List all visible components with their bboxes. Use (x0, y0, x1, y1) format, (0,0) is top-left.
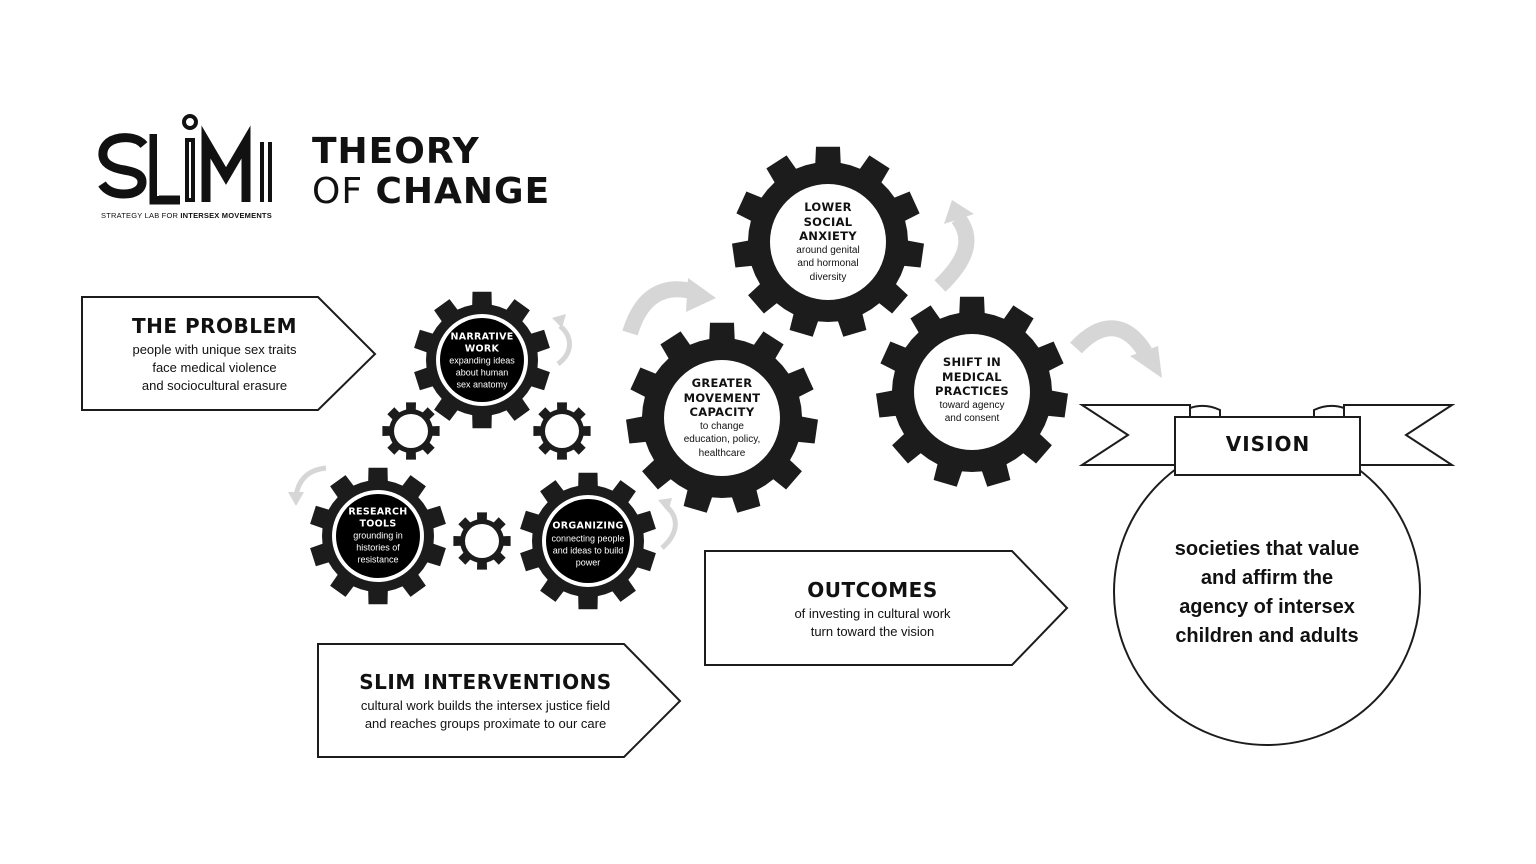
outcomes-body: of investing in cultural work turn towar… (794, 606, 951, 639)
gear-narrative-icon (414, 291, 550, 429)
arrows-layer (288, 200, 1162, 550)
arrow-small-narrative-icon (552, 314, 572, 366)
interventions-box (317, 643, 682, 758)
arrow-small-organizing-icon (658, 498, 678, 550)
title-line-1: THEORY (312, 131, 480, 172)
arrow-medical-to-vision-icon (1070, 320, 1162, 378)
gear-organizing-icon (520, 472, 656, 610)
logo-tagline: STRATEGY LAB FOR INTERSEX MOVEMENTS (101, 211, 272, 220)
gear-label-capacity: GREATER MOVEMENT CAPACITY to change educ… (683, 376, 761, 459)
interventions-text: SLIM INTERVENTIONS cultural work builds … (328, 670, 643, 733)
gear-research-icon (310, 467, 446, 605)
gear-small-1-icon (382, 402, 440, 460)
problem-box (81, 296, 377, 411)
gear-capacity-icon (626, 322, 818, 513)
gear-label-narrative: NARRATIVE WORK expanding ideas about hum… (449, 331, 515, 390)
gears-layer (310, 146, 1068, 610)
outcomes-box (704, 550, 1069, 666)
slim-logo-icon (98, 114, 272, 205)
gear-label-medical: SHIFT IN MEDICAL PRACTICES toward agency… (934, 354, 1010, 424)
arrow-capacity-to-anxiety-icon (622, 278, 716, 336)
arrow-small-research-icon (288, 465, 327, 506)
arrow-anxiety-to-medical-icon (934, 200, 975, 292)
interventions-title: SLIM INTERVENTIONS (359, 670, 612, 694)
title-line-2: OF CHANGE (312, 171, 551, 212)
interventions-body: cultural work builds the intersex justic… (360, 698, 611, 731)
outcomes-text: OUTCOMES of investing in cultural work t… (715, 578, 1030, 641)
problem-title: THE PROBLEM (131, 314, 298, 338)
page-title: THEORY OF CHANGE (312, 132, 550, 212)
gear-medical-icon (876, 296, 1068, 487)
gear-label-organizing: ORGANIZING connecting people and ideas t… (551, 520, 625, 567)
problem-body: people with unique sex traits face medic… (132, 342, 297, 393)
problem-text: THE PROBLEM people with unique sex trait… (92, 314, 337, 395)
gear-anxiety-icon (732, 146, 924, 337)
vision-title: VISION (1225, 432, 1311, 456)
vision-banner-center (1174, 416, 1361, 476)
gear-small-3-icon (453, 512, 511, 570)
gear-small-2-icon (533, 402, 591, 460)
vision-body: societies that value and affirm the agen… (1174, 538, 1360, 647)
gear-label-anxiety: LOWER SOCIAL ANXIETY around genital and … (796, 200, 860, 283)
gear-label-research: RESEARCH TOOLS grounding in histories of… (348, 506, 408, 565)
outcomes-title: OUTCOMES (807, 578, 938, 602)
